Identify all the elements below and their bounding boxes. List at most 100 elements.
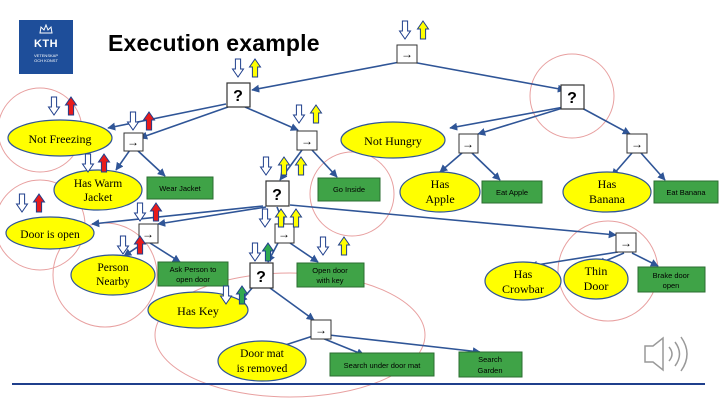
tree-edge xyxy=(579,106,631,135)
condition-has-banana: Has Banana xyxy=(562,171,652,213)
arrow-down-icon xyxy=(47,96,61,116)
arrow-up-icon xyxy=(133,235,147,255)
arrow-right-icon: → xyxy=(315,323,327,337)
condition-label: Door mat xyxy=(240,348,285,360)
tree-edge xyxy=(477,106,567,136)
condition-label: Has xyxy=(431,177,450,191)
tree-edge xyxy=(91,205,264,228)
arrow-up-icon xyxy=(294,156,308,176)
condition-label: Banana xyxy=(589,192,626,206)
arrow-up-icon xyxy=(289,208,303,228)
arrow-right-icon: → xyxy=(301,134,313,148)
tree-edge xyxy=(244,106,299,131)
condition-door-is-open: Door is open xyxy=(5,216,95,250)
action-label: Open door xyxy=(312,266,348,275)
action-search-garden: Search Garden xyxy=(458,351,523,378)
fallback-node: ? xyxy=(560,84,585,110)
action-label: with key xyxy=(315,276,343,285)
arrow-right-icon: → xyxy=(278,227,290,241)
slide-title: Execution example xyxy=(108,30,320,56)
arrow-down-icon xyxy=(258,208,272,228)
action-eat-apple: Eat Apple xyxy=(481,180,543,204)
action-label: open xyxy=(663,281,680,290)
condition-label: Door is open xyxy=(20,229,80,241)
arrow-down-icon xyxy=(248,242,262,262)
condition-label: Has Warm xyxy=(74,178,122,190)
sequence-node: → xyxy=(615,232,637,253)
arrow-right-icon: → xyxy=(462,137,474,151)
sequence-node: → xyxy=(274,223,295,244)
arrow-up-icon xyxy=(235,285,249,305)
arrow-up-icon xyxy=(97,153,111,173)
tree-edge xyxy=(136,149,166,177)
condition-label: Crowbar xyxy=(502,282,544,296)
arrow-up-icon xyxy=(149,202,163,222)
condition-has-warm-jacket: Has Warm Jacket xyxy=(53,169,143,211)
tree-edge xyxy=(449,106,565,131)
condition-label: is removed xyxy=(237,363,288,375)
arrow-down-icon xyxy=(259,156,273,176)
arrow-down-icon xyxy=(81,153,95,173)
bottom-divider xyxy=(12,383,705,385)
arrow-up-icon xyxy=(416,20,430,40)
condition-label: Jacket xyxy=(84,192,114,204)
question-mark-icon: ? xyxy=(567,90,577,107)
tree-edge xyxy=(411,61,566,93)
action-label: Wear Jacket xyxy=(159,184,201,193)
action-search-mat: Search under door mat xyxy=(329,352,435,377)
sequence-node: → xyxy=(396,44,418,64)
fallback-node: ? xyxy=(249,262,274,289)
speaker-icon[interactable] xyxy=(644,336,688,372)
arrow-up-icon xyxy=(64,96,78,116)
tree-edge xyxy=(149,242,181,263)
condition-label: Not Hungry xyxy=(364,134,422,148)
arrow-up-icon xyxy=(277,156,291,176)
sequence-node: → xyxy=(296,130,318,151)
condition-door-mat-removed: Door mat is removed xyxy=(217,340,307,382)
question-mark-icon: ? xyxy=(272,187,282,204)
question-mark-icon: ? xyxy=(233,88,243,105)
arrow-down-icon xyxy=(219,285,233,305)
condition-label: Apple xyxy=(425,192,454,206)
condition-label: Has xyxy=(598,177,617,191)
tree-edge xyxy=(251,61,401,93)
arrow-up-icon xyxy=(32,193,46,213)
condition-label: Has Key xyxy=(177,304,219,318)
action-wear-jacket: Wear Jacket xyxy=(146,176,214,200)
arrow-up-icon xyxy=(309,104,323,124)
arrow-right-icon: → xyxy=(142,227,154,241)
tree-edge xyxy=(107,103,227,131)
arrow-up-icon xyxy=(142,111,156,131)
action-label: Search xyxy=(478,355,502,364)
arrow-right-icon: → xyxy=(127,135,139,149)
action-eat-banana: Eat Banana xyxy=(653,180,719,204)
arrow-up-icon xyxy=(274,208,288,228)
fallback-node: ? xyxy=(265,180,290,207)
tree-edge xyxy=(269,287,315,321)
logo-subtext: VETENSKAP xyxy=(33,53,58,58)
sequence-node: → xyxy=(458,133,479,154)
arrow-down-icon xyxy=(15,193,29,213)
action-label: open door xyxy=(176,275,210,284)
arrow-down-icon xyxy=(292,104,306,124)
arrow-down-icon xyxy=(316,236,330,256)
condition-label: Person xyxy=(97,262,129,274)
tree-edge xyxy=(139,106,229,140)
arrow-down-icon xyxy=(231,58,245,78)
arrow-up-icon xyxy=(337,236,351,256)
arrow-right-icon: → xyxy=(401,47,413,61)
tree-edge xyxy=(328,334,481,356)
condition-label: Thin xyxy=(585,264,608,278)
action-label: Garden xyxy=(477,366,502,375)
action-go-inside: Go Inside xyxy=(317,177,381,202)
condition-not-hungry: Not Hungry xyxy=(340,121,446,159)
condition-has-apple: Has Apple xyxy=(399,171,481,213)
logo-text: KTH xyxy=(33,38,59,50)
condition-person-nearby: Person Nearby xyxy=(70,254,156,296)
tree-edge xyxy=(471,152,501,181)
sequence-node: → xyxy=(626,133,648,154)
condition-not-freezing: Not Freezing xyxy=(7,119,113,157)
arrow-right-icon: → xyxy=(631,137,643,151)
